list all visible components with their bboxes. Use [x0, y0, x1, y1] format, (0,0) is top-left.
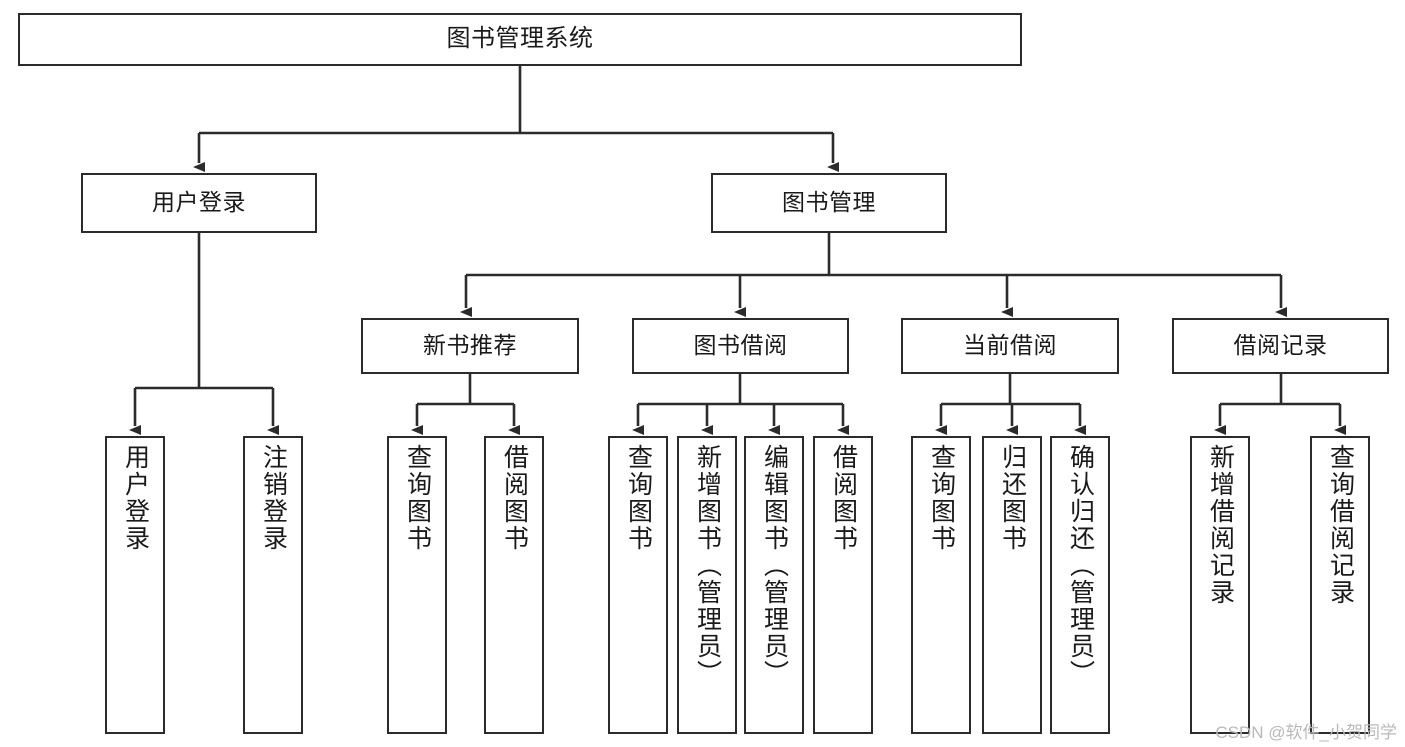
node-book-management[interactable]: 图书管理 — [711, 173, 947, 233]
node-label: 编辑图书（管理员） — [760, 444, 789, 687]
node-label: 新书推荐 — [423, 332, 517, 359]
node-label: 借阅图书 — [500, 444, 529, 552]
leaf-logout[interactable]: 注销登录 — [243, 436, 303, 734]
csdn-watermark: CSDN @软件_小贺同学 — [1215, 723, 1397, 742]
node-borrow-record[interactable]: 借阅记录 — [1172, 318, 1389, 374]
leaf-borrow-book-borrow[interactable]: 借阅图书 — [813, 436, 873, 734]
node-book-borrow[interactable]: 图书借阅 — [632, 318, 849, 374]
node-label: 借阅图书 — [829, 444, 858, 552]
node-label: 查询图书 — [624, 444, 653, 552]
node-label: 当前借阅 — [963, 332, 1057, 359]
leaf-edit-book-admin[interactable]: 编辑图书（管理员） — [744, 436, 804, 734]
node-label: 归还图书 — [998, 444, 1027, 552]
node-label: 新增图书（管理员） — [693, 444, 722, 687]
node-label: 查询图书 — [403, 444, 432, 552]
leaf-user-login[interactable]: 用户登录 — [105, 436, 165, 734]
node-label: 借阅记录 — [1233, 332, 1328, 359]
leaf-confirm-return-admin[interactable]: 确认归还（管理员） — [1050, 436, 1110, 734]
node-label: 查询借阅记录 — [1326, 444, 1355, 606]
node-label: 图书管理 — [782, 189, 876, 216]
node-label: 用户登录 — [121, 444, 150, 552]
leaf-query-borrow-record[interactable]: 查询借阅记录 — [1310, 436, 1370, 734]
node-label: 用户登录 — [152, 189, 246, 216]
node-user-login[interactable]: 用户登录 — [81, 173, 317, 233]
node-current-borrow[interactable]: 当前借阅 — [901, 318, 1119, 374]
node-label: 确认归还（管理员） — [1066, 444, 1095, 687]
node-label: 图书借阅 — [693, 332, 788, 359]
node-label: 查询图书 — [927, 444, 956, 552]
leaf-query-book-recommend[interactable]: 查询图书 — [387, 436, 447, 734]
leaf-add-borrow-record[interactable]: 新增借阅记录 — [1190, 436, 1250, 734]
leaf-query-book-current[interactable]: 查询图书 — [911, 436, 971, 734]
leaf-return-book[interactable]: 归还图书 — [982, 436, 1042, 734]
node-label: 注销登录 — [259, 444, 288, 552]
node-new-book-recommend[interactable]: 新书推荐 — [361, 318, 579, 374]
leaf-add-book-admin[interactable]: 新增图书（管理员） — [677, 436, 737, 734]
leaf-borrow-book-recommend[interactable]: 借阅图书 — [484, 436, 544, 734]
node-label: 图书管理系统 — [446, 25, 594, 53]
node-root-book-management-system[interactable]: 图书管理系统 — [18, 13, 1022, 66]
node-label: 新增借阅记录 — [1206, 444, 1235, 606]
leaf-query-book-borrow[interactable]: 查询图书 — [608, 436, 668, 734]
